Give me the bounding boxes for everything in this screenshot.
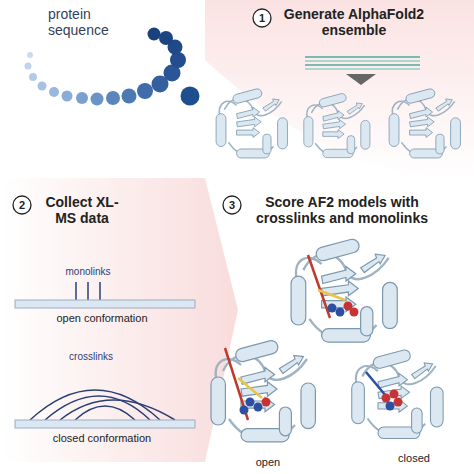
residue-bead bbox=[76, 92, 88, 104]
background-band bbox=[205, 0, 474, 178]
crosslink-arc bbox=[45, 396, 150, 420]
crosslink-line bbox=[308, 255, 330, 318]
state-label: closed conformation bbox=[40, 432, 164, 445]
step-title: Collect XL-MS data bbox=[38, 194, 126, 226]
crosslink-line bbox=[238, 378, 262, 398]
state-label: open bbox=[240, 456, 296, 469]
residue-sphere bbox=[394, 398, 403, 407]
residue-sphere bbox=[386, 402, 395, 411]
residue-bead bbox=[148, 28, 161, 41]
step-number: 3 bbox=[223, 196, 241, 214]
crosslink-arc bbox=[30, 390, 160, 420]
step-badges bbox=[13, 9, 271, 214]
step-title: Score AF2 models with crosslinks and mon… bbox=[246, 194, 438, 226]
residue-bead bbox=[62, 91, 73, 102]
sequence-bar bbox=[15, 300, 195, 308]
background-chevron bbox=[0, 178, 238, 462]
residue-bead bbox=[29, 73, 37, 81]
crosslink-arc bbox=[75, 406, 135, 420]
step-number: 2 bbox=[13, 196, 31, 214]
crosslink-line bbox=[366, 372, 386, 396]
funnel-triangle bbox=[346, 74, 376, 85]
step-circle bbox=[13, 196, 31, 214]
residue-sphere bbox=[350, 308, 359, 317]
residue-sphere bbox=[328, 304, 337, 313]
msa-line bbox=[305, 60, 420, 62]
residue-bead bbox=[159, 31, 173, 45]
residue-bead bbox=[27, 52, 33, 58]
monolink-tick bbox=[87, 282, 89, 300]
residue-sphere bbox=[262, 398, 271, 407]
residue-bead bbox=[38, 82, 47, 91]
xlms-data bbox=[15, 282, 195, 428]
residue-sphere bbox=[336, 308, 345, 317]
sequence-chain bbox=[25, 28, 200, 106]
residue-bead bbox=[49, 87, 59, 97]
protein-model bbox=[291, 238, 397, 342]
state-label: closed bbox=[386, 452, 442, 465]
protein-model bbox=[304, 93, 370, 158]
protein-model bbox=[211, 339, 315, 442]
msa-line bbox=[305, 64, 420, 66]
protein-model bbox=[216, 88, 287, 158]
step-title: Generate AlphaFold2 ensemble bbox=[278, 6, 430, 38]
sequence-bar bbox=[15, 420, 195, 428]
af2-ensemble bbox=[216, 88, 460, 158]
residue-bead bbox=[122, 89, 137, 104]
protein-model bbox=[389, 88, 460, 158]
step-circle bbox=[223, 196, 241, 214]
residue-sphere bbox=[240, 406, 249, 415]
data-label: crosslinks bbox=[58, 351, 124, 363]
step-number: 1 bbox=[253, 9, 271, 27]
residue-sphere bbox=[246, 398, 255, 407]
crosslink-arc bbox=[60, 400, 175, 420]
residue-bead bbox=[137, 83, 153, 99]
step-circle bbox=[253, 9, 271, 27]
residue-bead bbox=[91, 93, 104, 106]
residue-bead bbox=[170, 52, 186, 68]
msa-line bbox=[305, 56, 420, 58]
residue-sphere bbox=[254, 403, 263, 412]
residue-bead bbox=[181, 87, 200, 106]
ensemble-marker bbox=[305, 57, 420, 85]
residue-bead bbox=[25, 63, 32, 70]
residue-bead bbox=[106, 91, 120, 105]
section-label: protein sequence bbox=[48, 6, 118, 38]
msa-line bbox=[305, 68, 420, 70]
protein-model bbox=[352, 349, 443, 439]
data-label: monolinks bbox=[56, 266, 120, 278]
residue-sphere bbox=[382, 394, 391, 403]
state-label: open conformation bbox=[40, 312, 164, 325]
residue-sphere bbox=[390, 390, 399, 399]
crosslink-line bbox=[318, 290, 345, 300]
monolink-tick bbox=[99, 282, 101, 300]
monolink-tick bbox=[75, 282, 77, 300]
scored-models bbox=[211, 238, 443, 442]
